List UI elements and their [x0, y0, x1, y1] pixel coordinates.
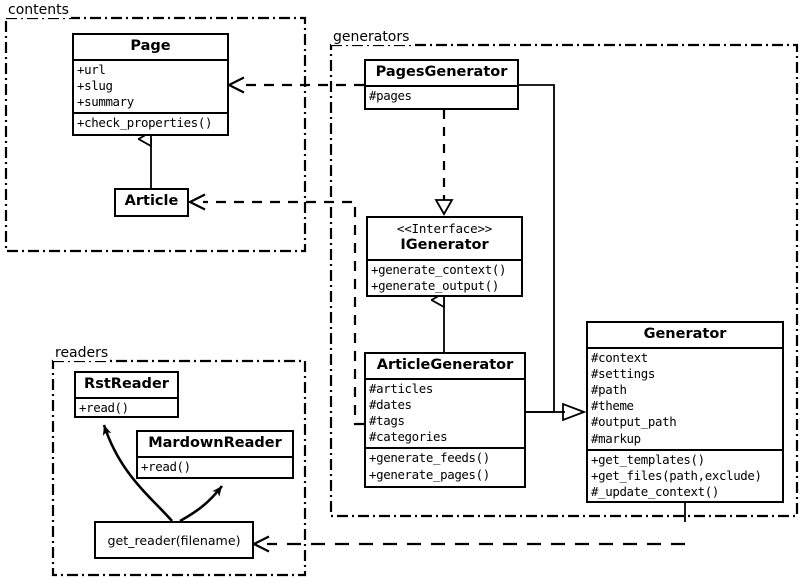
edge-getreader-to-mardownreader	[179, 485, 224, 523]
dependency-arrowhead-getreader	[251, 535, 270, 553]
attribute-row: +url	[77, 62, 106, 78]
method-row: +check_properties()	[77, 115, 213, 131]
class-methods-page: +check_properties()	[74, 112, 227, 133]
method-row: +generate_pages()	[369, 466, 490, 482]
class-name-article-generator: ArticleGenerator	[376, 357, 514, 373]
class-box-article[interactable]: Article	[114, 188, 189, 217]
attribute-row: #categories	[369, 429, 448, 445]
class-box-page[interactable]: Page +url +slug +summary +check_properti…	[72, 33, 229, 136]
attribute-row: #settings	[591, 366, 655, 382]
class-box-pages-generator[interactable]: PagesGenerator #pages	[364, 59, 519, 110]
method-row: #_update_context()	[591, 483, 719, 499]
dependency-arrowhead-page	[226, 76, 245, 94]
dependency-arrowhead-article	[187, 193, 206, 211]
class-methods-mardown-reader: +read()	[138, 456, 292, 477]
package-label-readers: readers	[53, 345, 111, 361]
attribute-row: +summary	[77, 94, 134, 110]
attribute-row: #pages	[369, 88, 412, 104]
class-box-article-generator[interactable]: ArticleGenerator #articles #dates #tags …	[364, 352, 526, 488]
attribute-row: #tags	[369, 413, 405, 429]
attribute-row: +slug	[77, 78, 113, 94]
package-label-generators: generators	[331, 29, 412, 45]
method-row: +generate_output()	[371, 277, 499, 293]
class-stereotype-igenerator: <<Interface>>	[396, 221, 493, 236]
package-label-contents: contents	[6, 2, 71, 18]
class-attributes-page: +url +slug +summary	[74, 59, 227, 112]
class-methods-igenerator: +generate_context() +generate_output()	[368, 258, 521, 296]
class-box-rst-reader[interactable]: RstReader +read()	[74, 371, 179, 418]
class-box-generator[interactable]: Generator #context #settings #path #them…	[586, 321, 784, 503]
method-row: +get_files(path,exclude)	[591, 467, 762, 483]
method-row: +read()	[141, 459, 191, 475]
class-methods-generator: +get_templates() +get_files(path,exclude…	[588, 448, 782, 502]
attribute-row: #theme	[591, 398, 634, 414]
class-name-igenerator: <<Interface>> IGenerator	[368, 218, 521, 259]
generalization-arrowhead-generator	[562, 402, 587, 422]
method-row: +get_templates()	[591, 451, 705, 467]
class-methods-rst-reader: +read()	[76, 397, 177, 418]
function-label-get-reader: get_reader(filename)	[107, 532, 241, 548]
class-name-mardown-reader: MardownReader	[148, 435, 282, 451]
class-attributes-generator: #context #settings #path #theme #output_…	[588, 347, 782, 449]
class-attributes-article-generator: #articles #dates #tags #categories	[366, 378, 524, 447]
method-row: +generate_context()	[371, 261, 507, 277]
method-row: +read()	[79, 400, 129, 416]
function-box-get-reader[interactable]: get_reader(filename)	[94, 521, 254, 559]
attribute-row: #markup	[591, 430, 641, 446]
class-name-text-igenerator: IGenerator	[400, 236, 489, 253]
attribute-row: #output_path	[591, 414, 677, 430]
class-box-mardown-reader[interactable]: MardownReader +read()	[136, 430, 294, 479]
class-box-igenerator[interactable]: <<Interface>> IGenerator +generate_conte…	[366, 216, 523, 297]
class-name-page: Page	[130, 38, 171, 54]
attribute-row: #context	[591, 350, 648, 366]
attribute-row: #articles	[369, 381, 433, 397]
class-name-pages-generator: PagesGenerator	[375, 64, 508, 80]
attribute-row: #dates	[369, 397, 412, 413]
class-name-rst-reader: RstReader	[84, 376, 169, 392]
method-row: +generate_feeds()	[369, 450, 490, 466]
class-methods-article-generator: +generate_feeds() +generate_pages()	[366, 447, 524, 484]
class-name-generator: Generator	[643, 326, 727, 342]
realization-arrowhead-igenerator	[434, 199, 454, 216]
class-name-article: Article	[124, 193, 179, 209]
class-attributes-pages-generator: #pages	[366, 85, 517, 106]
edge-articlegenerator-to-article	[203, 200, 364, 426]
attribute-row: #path	[591, 382, 627, 398]
